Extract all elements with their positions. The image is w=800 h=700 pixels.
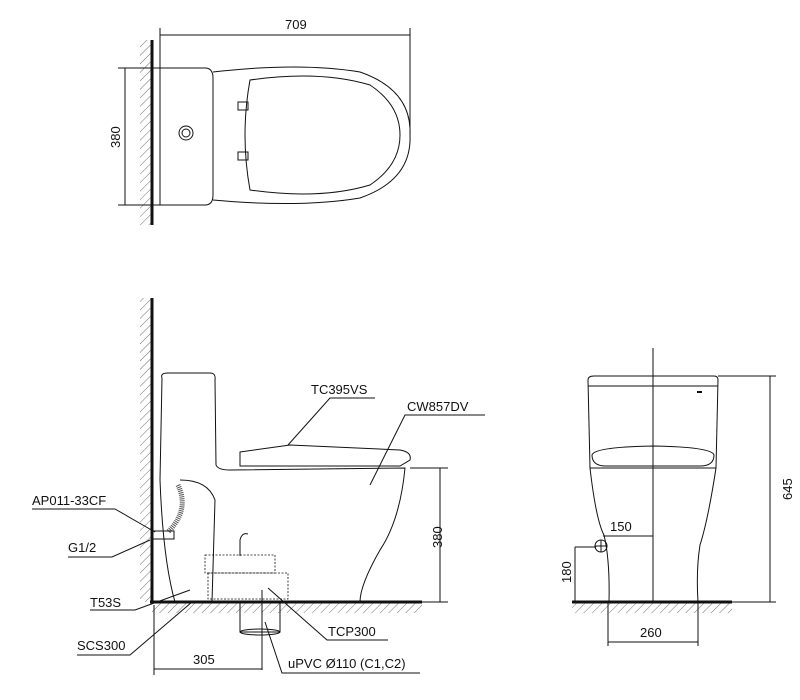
- seat-side: [239, 444, 411, 467]
- floor-hatch: [152, 603, 422, 613]
- bowl-front: [589, 467, 717, 603]
- flush-button-icon: [178, 125, 194, 141]
- front-view: 645 150 180 260: [559, 348, 795, 646]
- tank-front: [587, 375, 719, 469]
- seat-front: [591, 445, 715, 467]
- top-view: 709 380: [108, 17, 411, 225]
- drain-pipe: [239, 601, 281, 633]
- bowl-top: [212, 66, 411, 205]
- wall-hatch: [140, 298, 151, 602]
- rough-in-dim-label: 305: [193, 652, 215, 667]
- label-bolt: T53S: [90, 595, 121, 610]
- depth-dim-label: 380: [108, 126, 123, 148]
- seat-top: [244, 75, 401, 195]
- label-bowl: CW857DV: [407, 399, 469, 414]
- height-dim-label: 645: [780, 478, 795, 500]
- floor-hatch: [572, 603, 732, 613]
- tank-top: [159, 67, 214, 206]
- bowl-side: [229, 467, 406, 603]
- wall-hatch: [140, 40, 151, 225]
- width-dim-label: 709: [285, 17, 307, 32]
- base-width-dim-label: 260: [640, 625, 662, 640]
- label-flange: SCS300: [77, 638, 125, 653]
- inlet-valve: [151, 530, 175, 540]
- label-angle-valve: AP011-33CF: [32, 493, 106, 508]
- label-pipe: uPVC Ø110 (C1,C2): [288, 656, 406, 671]
- side-view: 380 305 TC395VS CW857DV AP011-33CF G1/2 …: [32, 298, 485, 675]
- inlet-height-dim-label: 180: [559, 561, 574, 583]
- label-seat: TC395VS: [311, 382, 368, 397]
- seat-height-dim-label: 380: [430, 526, 445, 548]
- label-connector: TCP300: [328, 624, 376, 639]
- inlet-offset-dim-label: 150: [610, 519, 632, 534]
- label-inlet: G1/2: [68, 540, 96, 555]
- tank-side: [159, 372, 231, 603]
